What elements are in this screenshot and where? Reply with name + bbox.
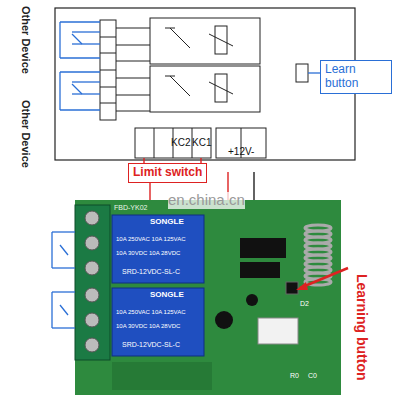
relay-rating: 10A 250VAC 10A 125VAC	[116, 236, 186, 243]
watermark: en.china.cn	[168, 192, 245, 209]
callout-text: Learn button	[325, 63, 387, 91]
relay-brand: SONGLE	[150, 218, 184, 227]
relay-rating: 10A 30VDC 10A 28VDC	[116, 250, 180, 257]
relay-brand: SONGLE	[150, 291, 184, 300]
callout-text: Limit switch	[133, 166, 202, 180]
terminal-label: KC1	[192, 137, 211, 148]
relay-rating: 10A 30VDC 10A 28VDC	[116, 323, 180, 330]
callout-box: Learn button	[320, 60, 392, 94]
callout-box: Limit switch	[128, 163, 207, 183]
relay-model: SRD-12VDC-SL-C	[122, 268, 180, 276]
board-marking: FBD-YK02	[114, 204, 147, 212]
terminal-label: +12V-	[228, 146, 254, 157]
callout-text: Learning button	[354, 274, 369, 381]
relay-model: SRD-12VDC-SL-C	[122, 341, 180, 349]
board-marking: R0	[290, 372, 299, 380]
board-marking: D2	[300, 300, 309, 308]
terminal-label: KC2	[171, 137, 190, 148]
device-label: Other Device	[20, 6, 32, 74]
board-marking: C0	[308, 372, 317, 380]
device-label: Other Device	[20, 100, 32, 168]
relay-rating: 10A 250VAC 10A 125VAC	[116, 309, 186, 316]
